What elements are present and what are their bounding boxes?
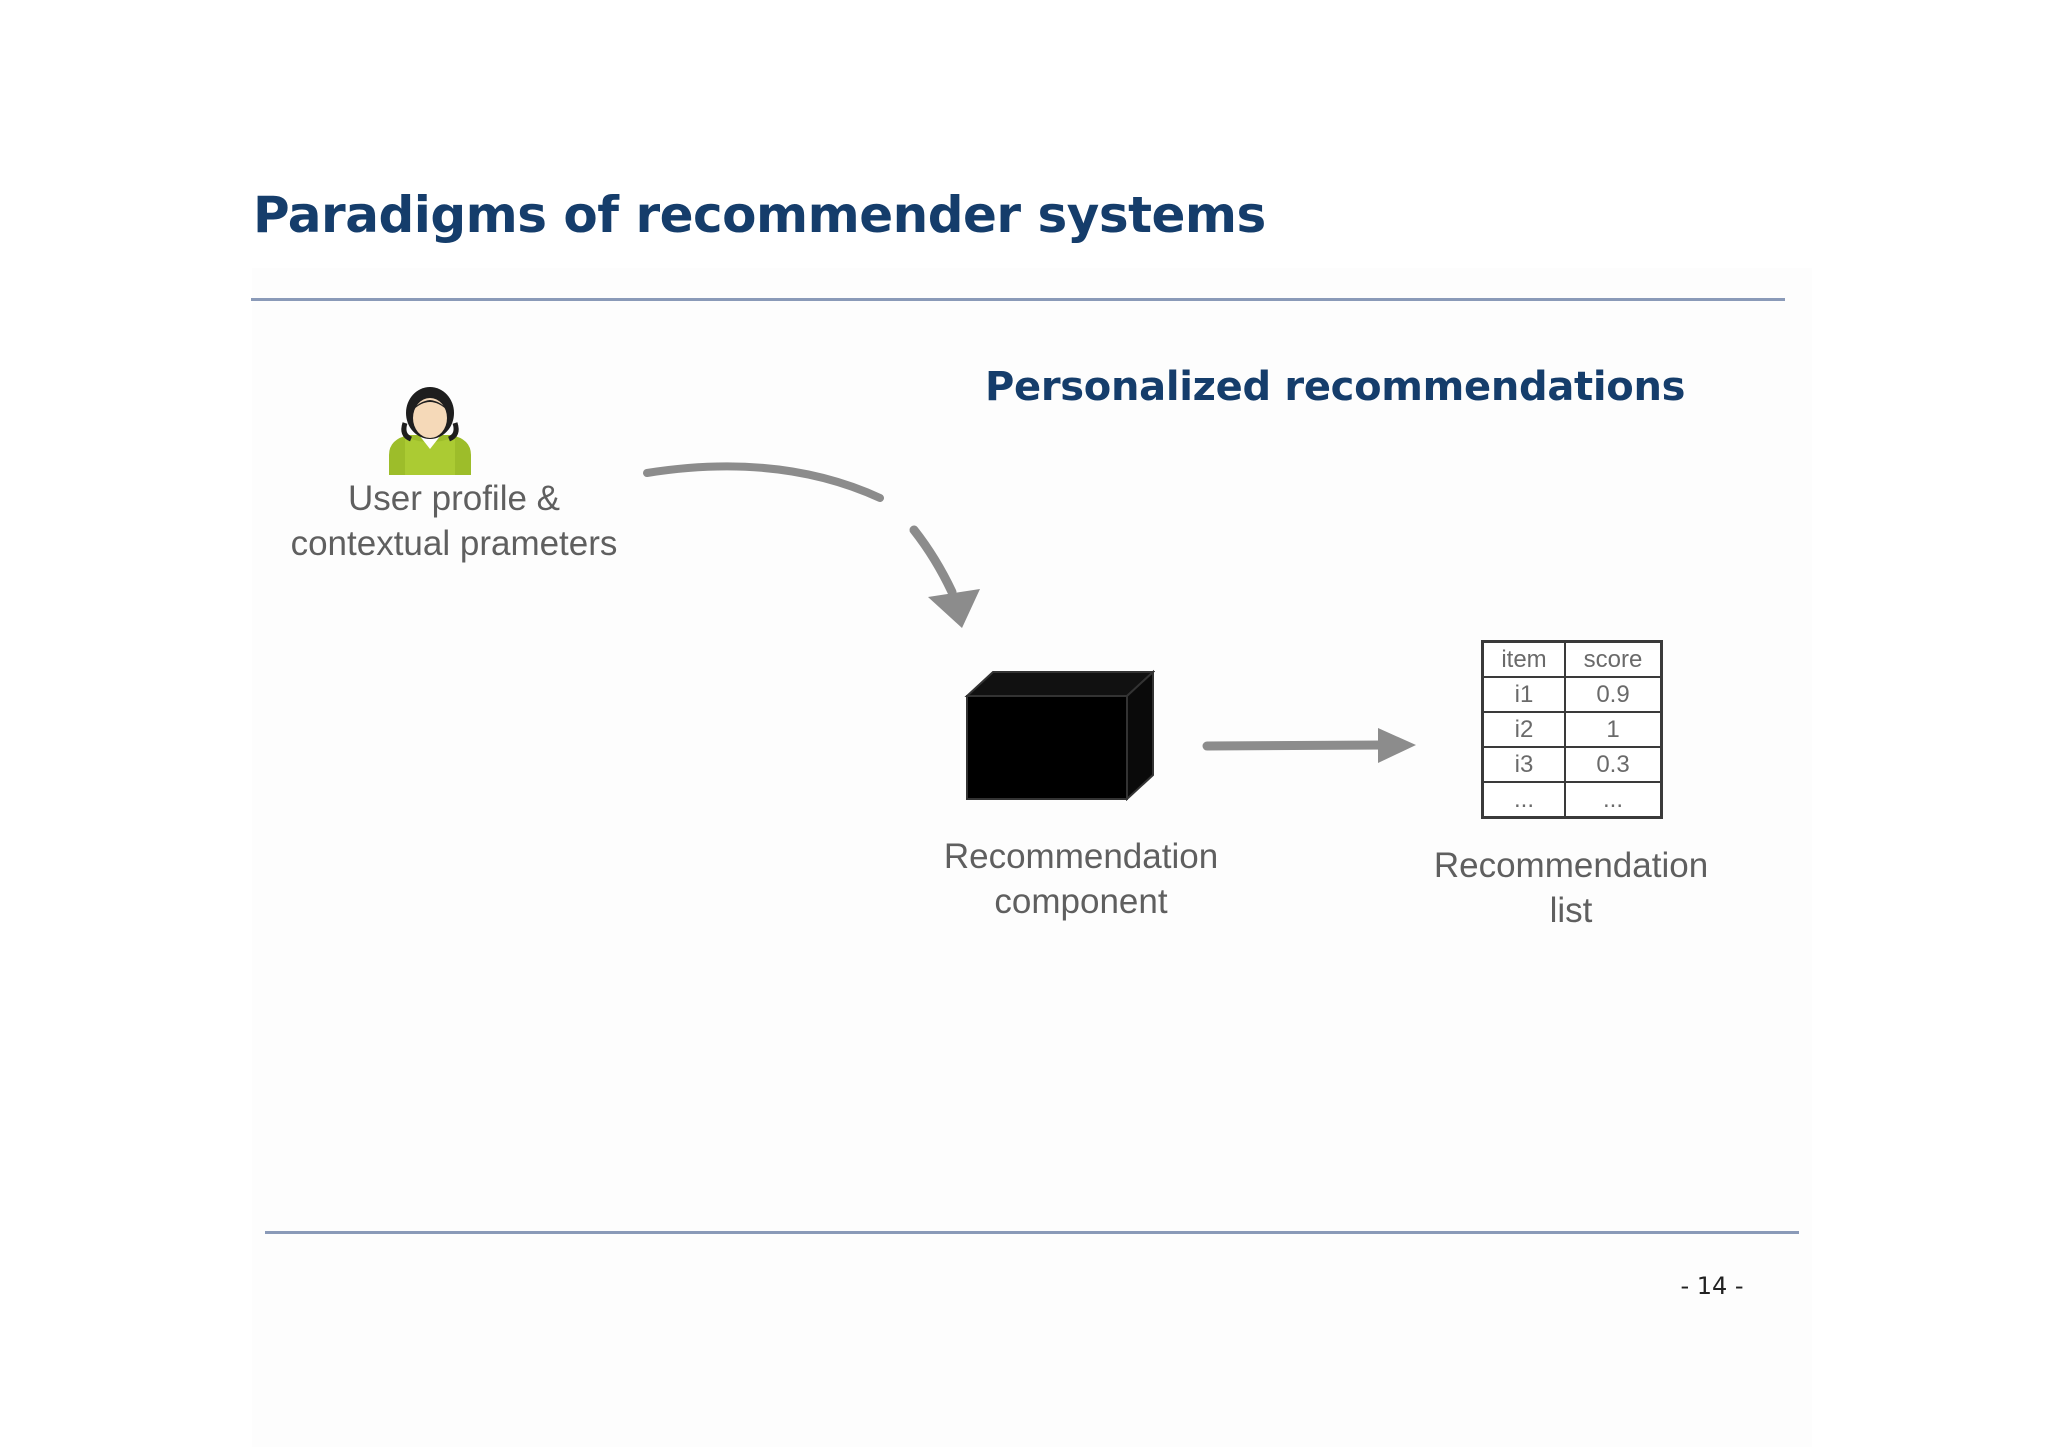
- table-header-row: item score: [1481, 640, 1663, 678]
- diagram-subtitle: Personalized recommendations: [985, 364, 1686, 410]
- user-avatar-icon: [389, 387, 471, 475]
- table-row: i2 1: [1481, 711, 1663, 748]
- user-profile-label: User profile & contextual prameters: [262, 476, 646, 566]
- user-to-component-arrow-upper: [643, 462, 884, 502]
- list-label: Recommendation list: [1400, 843, 1742, 933]
- item-cell: i1: [1481, 676, 1566, 713]
- black-box-icon: [964, 669, 1155, 801]
- score-cell: 0.3: [1564, 746, 1663, 783]
- component-to-list-arrowhead: [1378, 728, 1416, 763]
- item-cell: ...: [1481, 781, 1566, 819]
- footer-divider: [265, 1231, 1799, 1234]
- user-label-line1: User profile &: [347, 479, 561, 518]
- list-label-line2: list: [1549, 891, 1593, 930]
- diagram-background: [252, 268, 1812, 1447]
- title-divider: [251, 298, 1785, 301]
- slide-title: Paradigms of recommender systems: [253, 186, 1266, 244]
- column-header-item: item: [1481, 640, 1566, 678]
- component-label: Recommendation component: [898, 834, 1264, 924]
- component-label-line2: component: [994, 882, 1168, 921]
- user-label-line2: contextual prameters: [290, 524, 618, 563]
- component-to-list-arrow: [1202, 740, 1390, 751]
- user-to-component-arrow-lower: [909, 525, 957, 597]
- item-cell: i3: [1481, 746, 1566, 783]
- table-row: i1 0.9: [1481, 676, 1663, 713]
- table-row: ... ...: [1481, 781, 1663, 819]
- list-label-line1: Recommendation: [1433, 846, 1709, 885]
- recommendation-table: item score i1 0.9 i2 1 i3 0.3 ... ...: [1481, 640, 1663, 819]
- component-label-line1: Recommendation: [943, 837, 1219, 876]
- score-cell: ...: [1564, 781, 1663, 819]
- page-number: - 14 -: [1680, 1272, 1744, 1300]
- item-cell: i2: [1481, 711, 1566, 748]
- user-to-component-arrowhead: [928, 589, 980, 628]
- score-cell: 0.9: [1564, 676, 1663, 713]
- score-cell: 1: [1564, 711, 1663, 748]
- table-row: i3 0.3: [1481, 746, 1663, 783]
- column-header-score: score: [1564, 640, 1663, 678]
